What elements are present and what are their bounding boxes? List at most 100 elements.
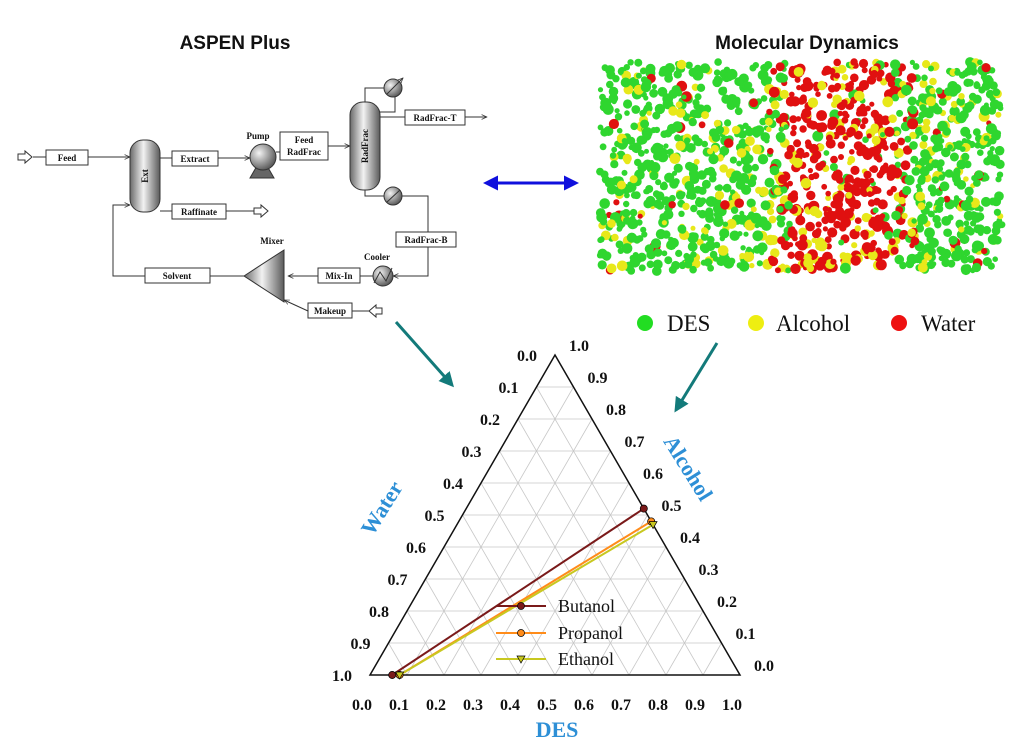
md-particle <box>640 76 648 84</box>
md-particle <box>858 58 869 69</box>
md-particle <box>644 244 654 254</box>
md-particle <box>729 230 740 241</box>
md-particle <box>960 126 971 137</box>
md-particle <box>841 99 848 106</box>
md-particle <box>890 246 899 255</box>
md-particle <box>668 106 678 116</box>
md-particle <box>600 170 609 179</box>
feed-radfrac-label-2: RadFrac <box>287 147 321 157</box>
md-particle <box>788 68 795 75</box>
feed-radfrac-label-1: Feed <box>295 135 314 145</box>
md-particle <box>646 110 652 116</box>
tick-des: 0.9 <box>685 697 705 714</box>
md-particle <box>817 81 827 91</box>
md-particle <box>788 242 794 248</box>
md-particle <box>661 250 668 257</box>
md-particle <box>966 255 975 264</box>
md-particle <box>607 219 616 228</box>
md-particle <box>599 143 607 151</box>
grid-line-water <box>499 450 630 676</box>
md-particle <box>611 233 619 242</box>
ternary-legend: Butanol Propanol Ethanol <box>496 596 623 669</box>
grid-line-des <box>665 610 704 676</box>
grid-line-water <box>462 514 556 676</box>
md-particle <box>837 110 843 117</box>
md-particle <box>749 262 755 269</box>
md-particle <box>884 230 893 240</box>
md-particle <box>912 63 920 70</box>
md-particle <box>720 200 730 210</box>
md-particle <box>836 103 843 110</box>
md-particle <box>743 231 749 237</box>
md-particle <box>627 182 637 192</box>
md-particle <box>828 84 836 93</box>
md-particle <box>645 185 654 193</box>
md-particle <box>812 130 824 142</box>
md-particle <box>922 60 931 69</box>
md-particle <box>888 114 897 123</box>
tick-water: 1.0 <box>332 668 352 685</box>
solvent-label: Solvent <box>163 271 192 281</box>
axis-name-alcohol: Alcohol <box>659 431 718 505</box>
md-particle <box>794 76 801 83</box>
md-particle <box>871 145 882 156</box>
md-particle <box>778 174 788 184</box>
md-particle <box>869 101 875 107</box>
md-particle <box>734 77 744 87</box>
md-particle <box>966 62 977 72</box>
md-legend: DES Alcohol Water <box>637 311 976 336</box>
md-particle <box>617 180 626 190</box>
md-particle <box>609 152 617 159</box>
md-particle <box>673 70 682 79</box>
tick-alcohol: 0.5 <box>662 498 682 515</box>
md-particle <box>721 86 727 93</box>
md-particle <box>606 70 616 80</box>
md-particle <box>835 125 846 136</box>
md-particle <box>938 138 945 144</box>
series-point-ethanol <box>648 521 658 530</box>
md-particle <box>853 141 864 151</box>
md-particle <box>853 130 863 140</box>
radfrac-b-label: RadFrac-B <box>405 235 448 245</box>
md-particle <box>975 224 985 234</box>
md-particle <box>709 128 719 138</box>
md-particle <box>702 104 712 114</box>
md-particle <box>661 220 668 226</box>
md-particle <box>919 80 928 88</box>
md-particle <box>626 232 637 243</box>
md-particle <box>902 145 913 155</box>
md-particle <box>915 224 925 233</box>
md-particle <box>650 238 662 249</box>
md-particle <box>719 228 730 239</box>
tick-water: 0.4 <box>443 476 463 493</box>
md-particle <box>611 146 618 153</box>
md-particle <box>839 252 848 260</box>
md-particle <box>760 63 770 73</box>
md-particle <box>687 186 697 196</box>
md-particle <box>636 219 643 226</box>
md-particle <box>995 111 1002 118</box>
legend-marker-ethanol <box>516 655 526 664</box>
md-snapshot <box>595 57 1006 276</box>
md-particle <box>652 190 661 198</box>
md-particle <box>740 245 746 251</box>
radfrac-t-label: RadFrac-T <box>414 113 457 123</box>
md-particle <box>911 218 917 224</box>
md-particle <box>764 138 770 144</box>
md-particle <box>597 87 604 93</box>
md-particle <box>939 181 950 192</box>
md-particle <box>821 216 830 225</box>
md-particle <box>958 226 965 233</box>
md-particle <box>800 178 812 189</box>
md-particle <box>664 256 673 265</box>
md-particle <box>947 144 953 151</box>
md-particle <box>650 145 660 155</box>
md-particle <box>743 251 755 262</box>
md-particle <box>866 133 872 139</box>
md-particle <box>710 250 717 257</box>
md-particle <box>689 172 697 180</box>
md-particle <box>989 146 995 152</box>
ternary-series <box>388 504 658 680</box>
md-particle <box>793 67 804 77</box>
